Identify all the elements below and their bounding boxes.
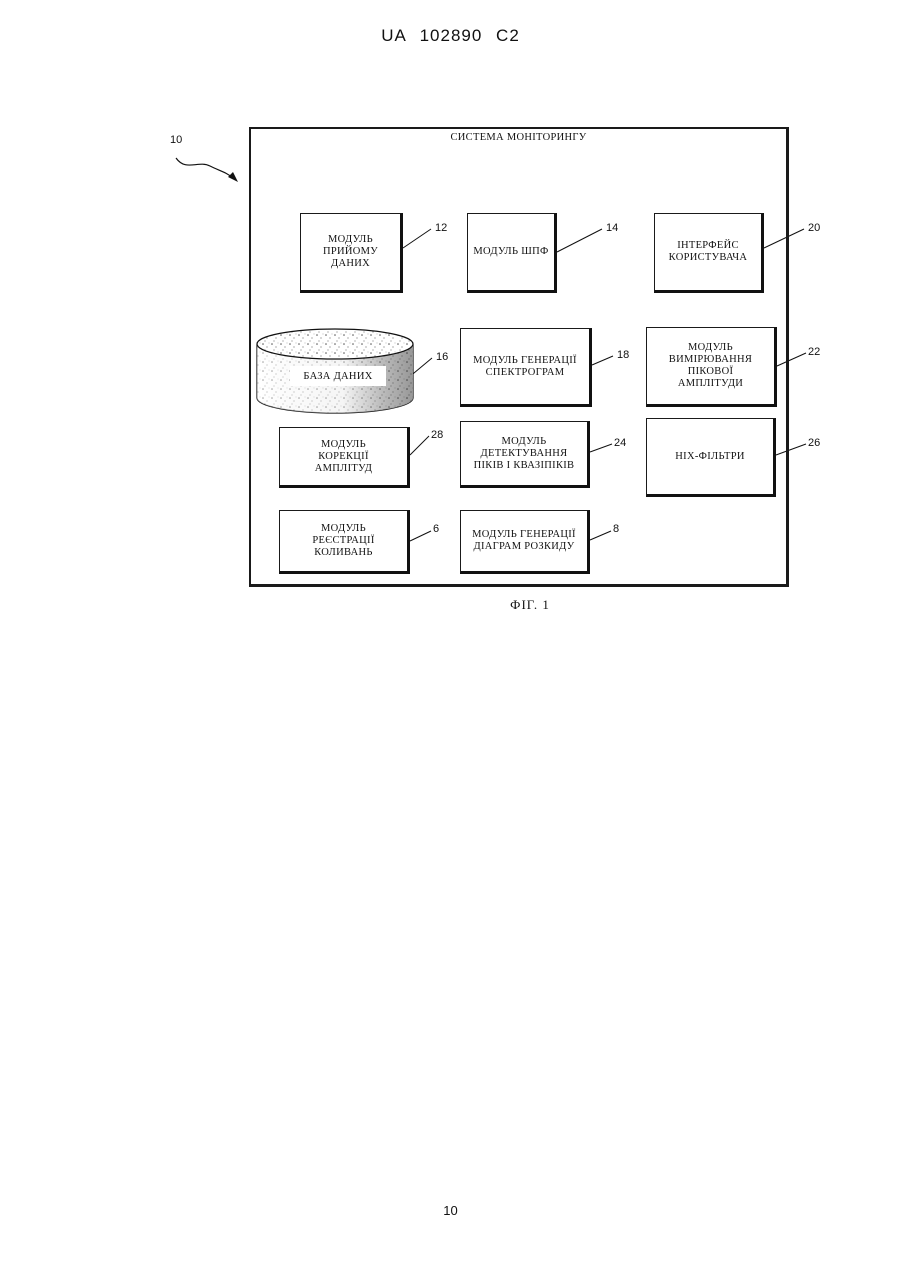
peak-detection-module: МОДУЛЬ ДЕТЕКТУВАННЯ ПІКІВ І КВАЗІПІКІВ xyxy=(460,421,590,488)
ref-20: 20 xyxy=(808,222,820,234)
ref-14: 14 xyxy=(606,222,618,234)
system-ref-arrow xyxy=(176,158,233,178)
peak-amplitude-module: МОДУЛЬ ВИМІРЮВАННЯ ПІКОВОЇ АМПЛІТУДИ xyxy=(646,327,777,407)
ref-18: 18 xyxy=(617,349,629,361)
database-label: БАЗА ДАНИХ xyxy=(290,366,386,386)
vibration-registration-module: МОДУЛЬ РЕЄСТРАЦІЇ КОЛИВАНЬ xyxy=(279,510,410,574)
system-ref-number: 10 xyxy=(170,134,182,146)
ref-24: 24 xyxy=(614,437,626,449)
figure-caption: ФІГ. 1 xyxy=(480,597,580,613)
user-interface-module: ІНТЕРФЕЙС КОРИСТУВАЧА xyxy=(654,213,764,293)
ref-8: 8 xyxy=(613,523,619,535)
ref-6: 6 xyxy=(433,523,439,535)
ref-22: 22 xyxy=(808,346,820,358)
amplitude-correction-module: МОДУЛЬ КОРЕКЦІЇ АМПЛІТУД xyxy=(279,427,410,488)
ref-28: 28 xyxy=(431,429,443,441)
ref-26: 26 xyxy=(808,437,820,449)
ref-12: 12 xyxy=(435,222,447,234)
ref-16: 16 xyxy=(436,351,448,363)
page-number: 10 xyxy=(0,1203,901,1218)
fft-module: МОДУЛЬ ШПФ xyxy=(467,213,557,293)
scatter-diagram-module: МОДУЛЬ ГЕНЕРАЦІЇ ДІАГРАМ РОЗКИДУ xyxy=(460,510,590,574)
system-title: СИСТЕМА МОНІТОРИНГУ xyxy=(251,132,786,143)
system-ref-arrowhead xyxy=(228,172,238,182)
data-receive-module: МОДУЛЬ ПРИЙОМУ ДАНИХ xyxy=(300,213,403,293)
iir-filters-module: НІХ-ФІЛЬТРИ xyxy=(646,418,776,497)
spectrogram-generation-module: МОДУЛЬ ГЕНЕРАЦІЇ СПЕКТРОГРАМ xyxy=(460,328,592,407)
